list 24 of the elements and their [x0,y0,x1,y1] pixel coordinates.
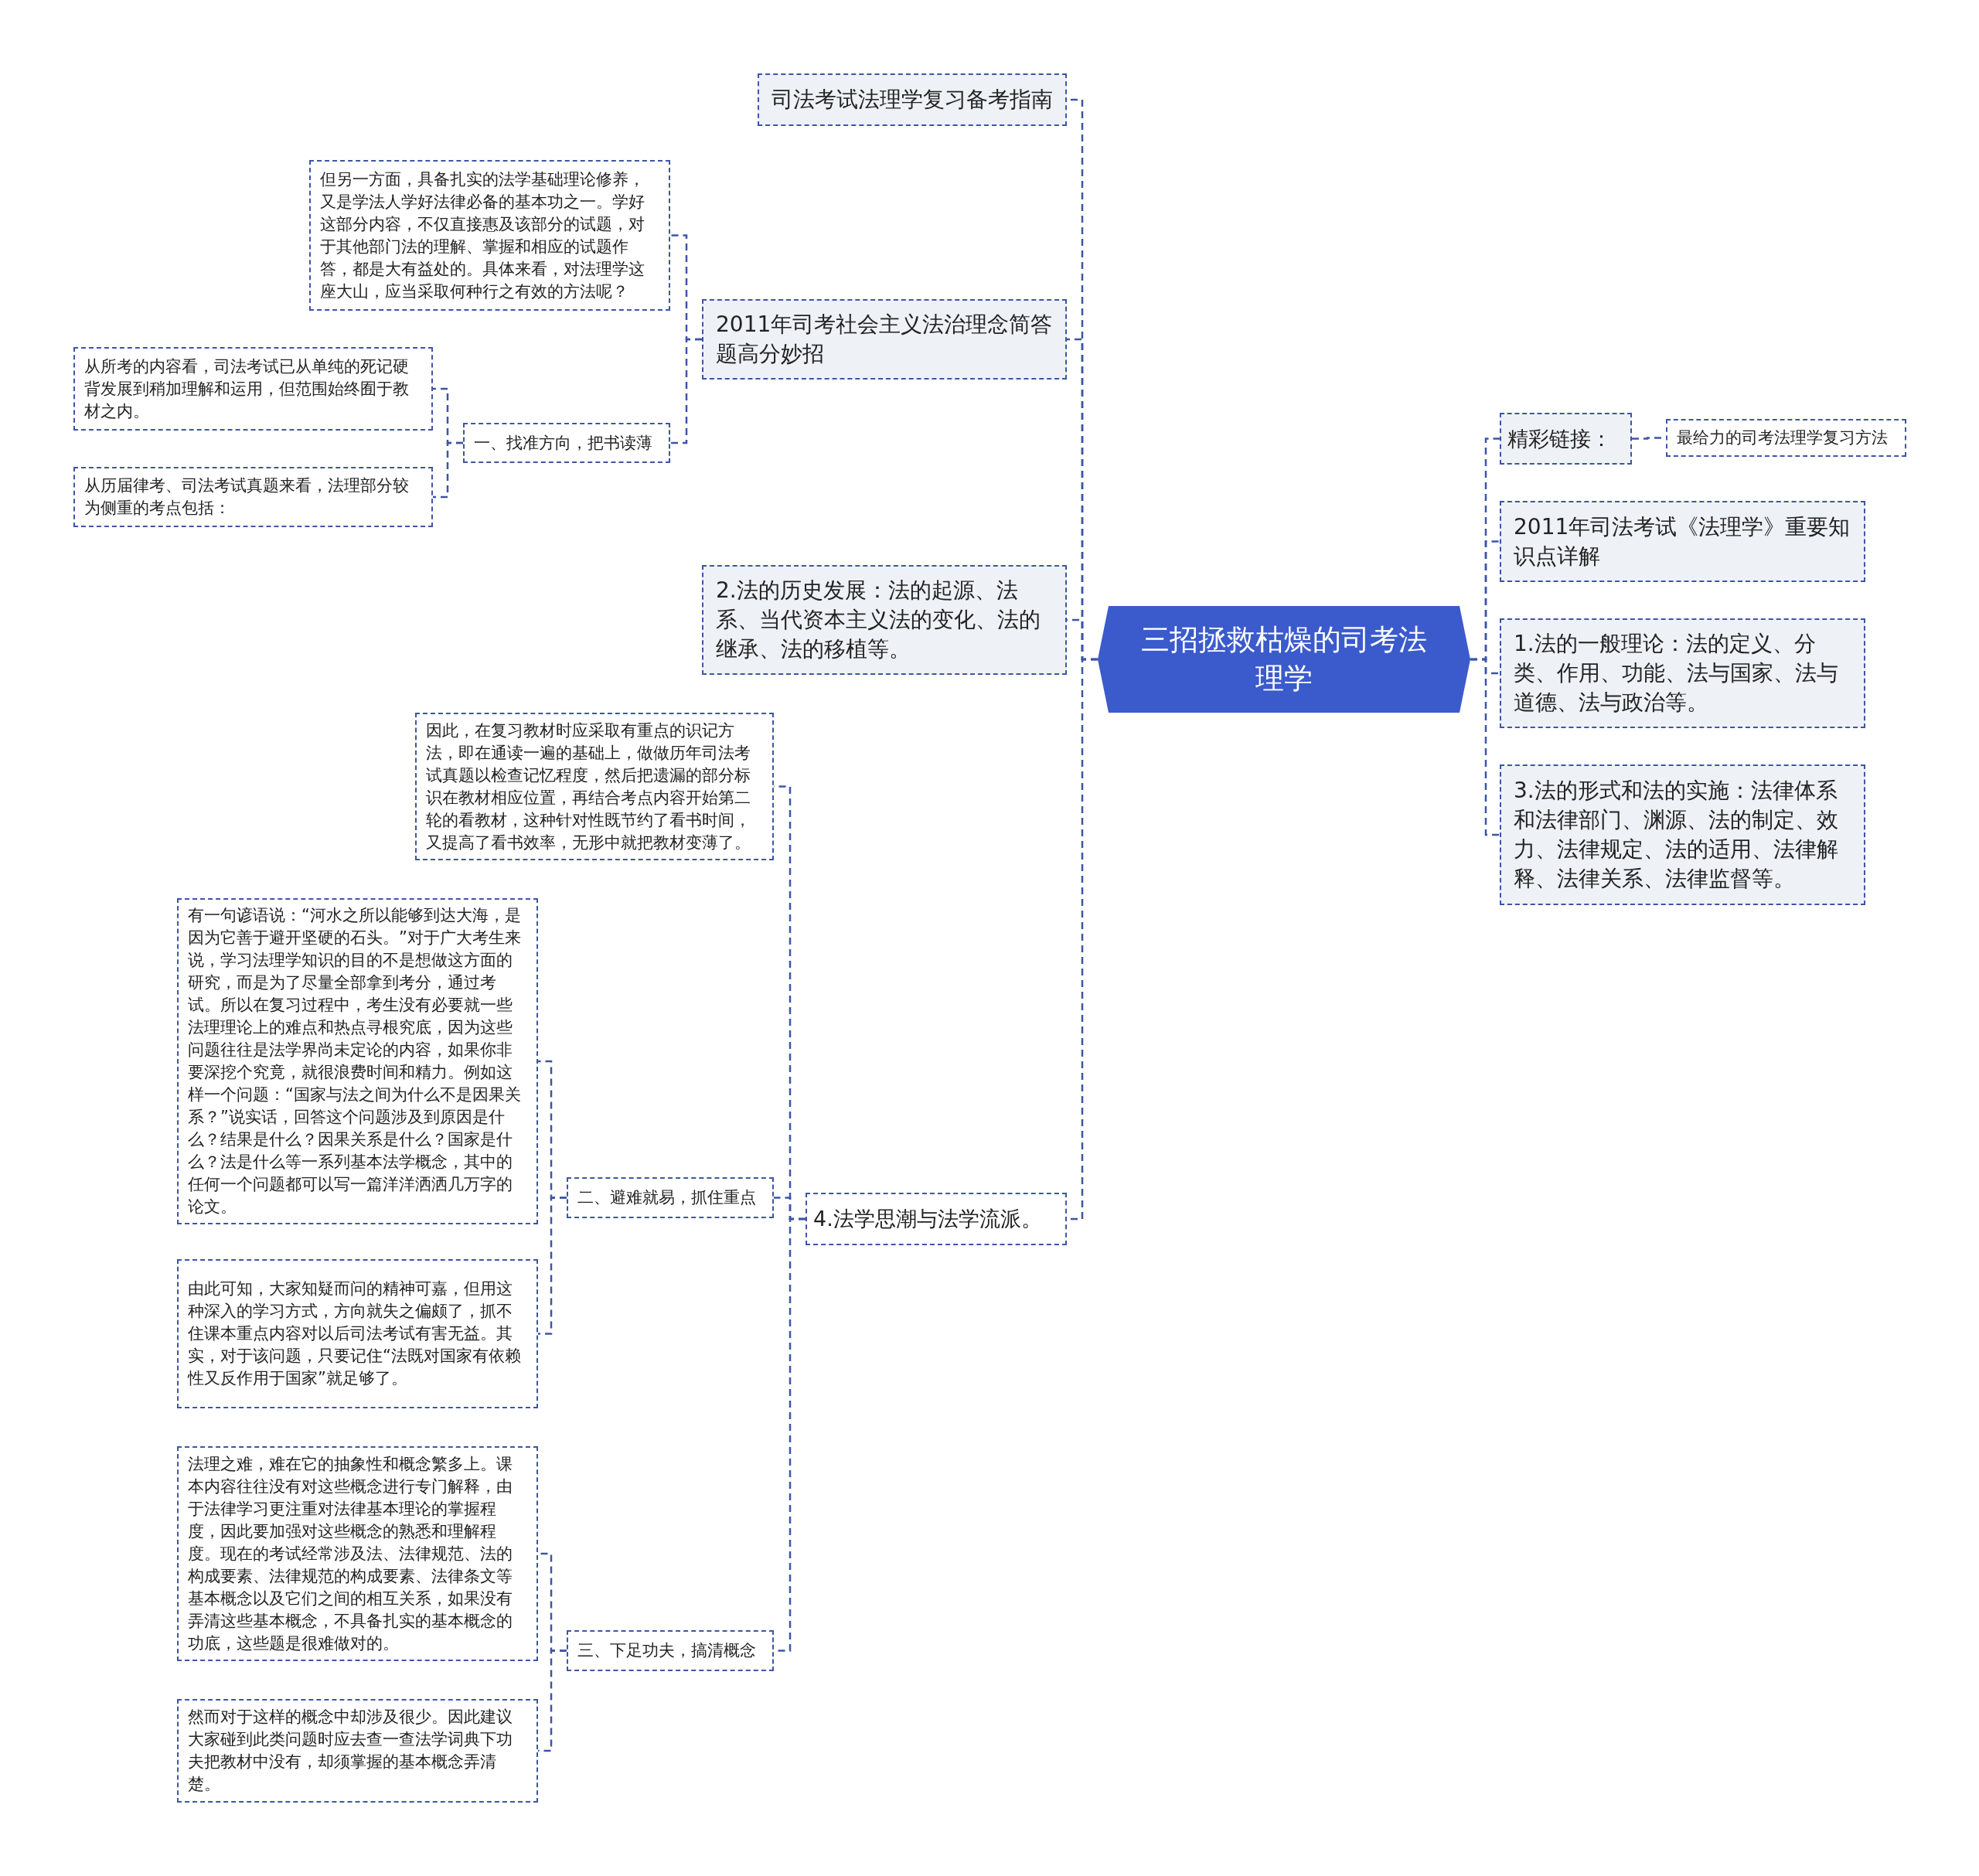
text-box: 从所考的内容看，司法考试已从单纯的死记硬背发展到稍加理解和运用，但范围始终囿于教材之内。 [73,347,433,431]
text-box: 最给力的司考法理学复习方法 [1666,419,1906,457]
text-box: 但另一方面，具备扎实的法学基础理论修养，又是学法人学好法律必备的基本功之一。学好这部分内容，不仅直接惠及该部分的试题，对于其他部门法的理解、掌握和相应的试题作答，都是大有益处的。具体来看，对法理学这座大山，应当采取何种行之有效的方法呢？ [309,160,670,311]
topic-box: 2.法的历史发展：法的起源、法系、当代资本主义法的变化、法的继承、法的移植等。 [702,565,1067,675]
text-box: 二、避难就易，抓住重点 [567,1177,774,1218]
topic-box: 1.法的一般理论：法的定义、分类、作用、功能、法与国家、法与道德、法与政治等。 [1500,618,1865,728]
text-box: 三、下足功夫，搞清概念 [567,1630,774,1671]
topic-box: 2011年司考社会主义法治理念简答题高分妙招 [702,299,1067,380]
topic-box: 精彩链接： [1500,413,1632,465]
text-box: 由此可知，大家知疑而问的精神可嘉，但用这种深入的学习方式，方向就失之偏颇了，抓不住课本重点内容对以后司法考试有害无益。其实，对于该问题，只要记住“法既对国家有依赖性又反作用于国家”就足够了。 [177,1259,538,1408]
topic-box: 4.法学思潮与法学流派。 [806,1193,1067,1245]
connector-line [670,338,702,444]
topic-box: 司法考试法理学复习备考指南 [758,73,1067,126]
connector-line [433,441,463,499]
text-box: 然而对于这样的概念中却涉及很少。因此建议大家碰到此类问题时应去查一查法学词典下功夫把教材中没有，却须掌握的基本概念弄清楚。 [177,1699,538,1803]
topic-box: 3.法的形式和法的实施：法律体系和法律部门、渊源、法的制定、效力、法律规定、法的适用、法律解释、法律关系、法律监督等。 [1500,764,1865,905]
text-box: 因此，在复习教材时应采取有重点的识记方法，即在通读一遍的基础上，做做历年司法考试真题以检查记忆程度，然后把遗漏的部分标识在教材相应位置，再结合考点内容开始第二轮的看教材，这种针对性既节约了看书时间，又提高了看书效率，无形中就把教材变薄了。 [415,713,774,860]
text-box: 有一句谚语说：“河水之所以能够到达大海，是因为它善于避开坚硬的石头。”对于广大考生来说，学习法理学知识的目的不是想做这方面的研究，而是为了尽量全部拿到考分，通过考试。所以在复习过程中，考生没有必要就一些法理理论上的难点和热点寻根究底，因为这些问题往往是法学界尚未定论的内容，如果你非要深挖个究竟，就很浪费时间和精力。例如这样一个问题：“国家与法之间为什么不是因果关系？”说实话，回答这个问题涉及到原因是什么？结果是什么？因果关系是什么？国家是什么？法是什么等一系列基本法学概念，其中的任何一个问题都可以写一篇洋洋洒洒几万字的论文。 [177,898,538,1224]
text-box: 从历届律考、司法考试真题来看，法理部分较为侧重的考点包括： [73,467,433,527]
connector-line [538,1197,567,1335]
topic-box: 2011年司法考试《法理学》重要知识点详解 [1500,501,1865,582]
text-box: 法理之难，难在它的抽象性和概念繁多上。课本内容往往没有对这些概念进行专门解释，由于法律学习更注重对法律基本理论的掌握程度，因此要加强对这些概念的熟悉和理解程度。现在的考试经常涉及法、法律规范、法的构成要素、法律规范的构成要素、法律条文等基本概念以及它们之间的相互关系，如果没有弄清这些基本概念，不具备扎实的基本概念的功底，这些题是很难做对的。 [177,1446,538,1661]
text-box: 一、找准方向，把书读薄 [463,423,670,463]
connector-line [1470,658,1500,836]
